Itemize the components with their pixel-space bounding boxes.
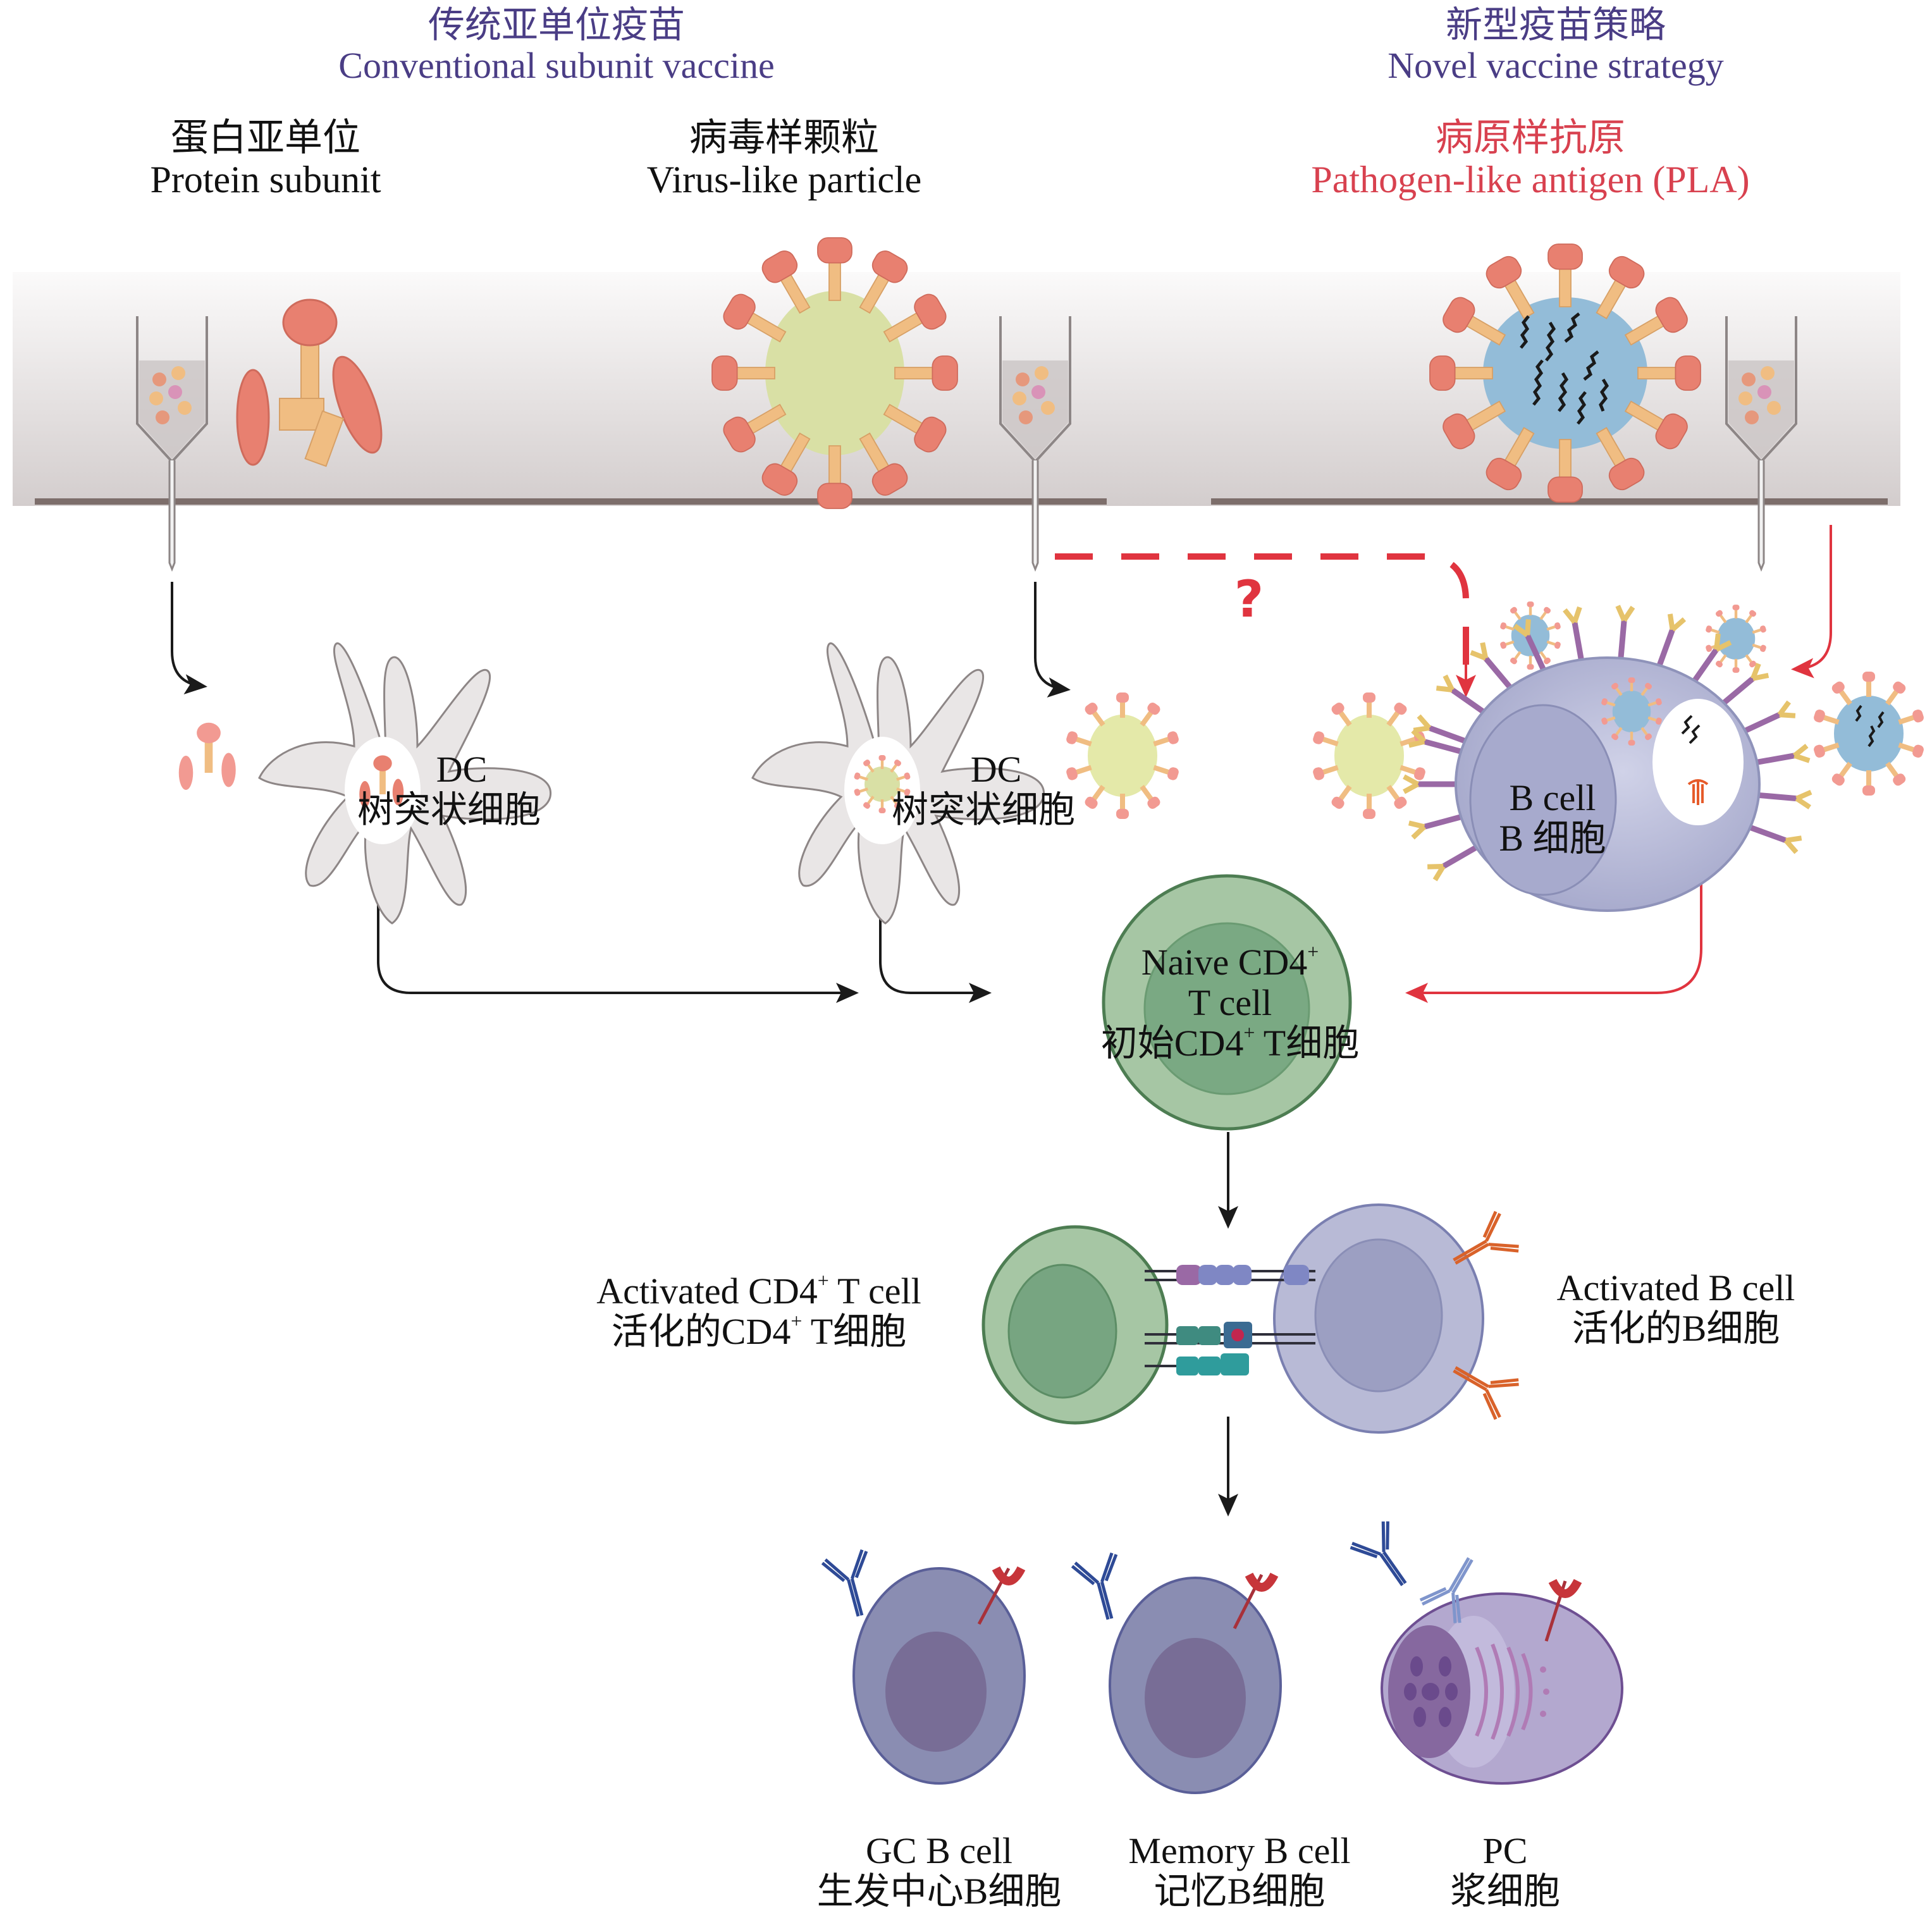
label-b-cell-en: B cell xyxy=(1509,777,1596,818)
b-cell-receptor xyxy=(1563,606,1584,660)
label-plasma-cell: PC 浆细胞 xyxy=(1410,1831,1600,1912)
b-cell-receptor xyxy=(1656,613,1687,667)
free-protein-subunit xyxy=(178,722,236,790)
spike-protein xyxy=(1862,672,1875,697)
arrow-bcell-to-tcell xyxy=(1405,860,1702,1003)
header-novel: 新型疫苗策略 Novel vaccine strategy xyxy=(1341,5,1771,86)
header-conventional-zh: 传统亚单位疫苗 xyxy=(428,4,685,46)
protein-subunit-icon xyxy=(236,298,383,467)
label-memory-b-cell-en: Memory B cell xyxy=(1128,1830,1351,1871)
virus-like-particle-icon xyxy=(711,237,958,509)
label-b-cell: B cell B 细胞 xyxy=(1474,778,1632,859)
b-cell-receptor xyxy=(1408,814,1462,840)
b-cell-receptor xyxy=(1615,605,1635,659)
b-cell-receptor xyxy=(1403,774,1456,794)
label-plasma-cell-zh: 浆细胞 xyxy=(1449,1870,1560,1912)
dendritic-cell-2 xyxy=(751,642,1045,925)
gc-b-cell xyxy=(821,1549,1026,1785)
label-naive-t-cell-zh: 初始CD4+ T细胞 xyxy=(1100,1021,1360,1064)
b-cell-receptor xyxy=(1692,633,1732,682)
dendritic-cell-1 xyxy=(258,642,551,925)
label-activated-t-cell-zh: 活化的CD4+ T细胞 xyxy=(611,1310,907,1352)
label-naive-t-cell: Naive CD4+ T cell 初始CD4+ T细胞 xyxy=(1062,942,1398,1063)
spike-protein xyxy=(1527,601,1534,616)
label-gc-b-cell: GC B cell 生发中心B细胞 xyxy=(791,1831,1088,1912)
label-activated-b-cell: Activated B cell 活化的B细胞 xyxy=(1518,1268,1834,1349)
pathogen-like-antigen-icon xyxy=(1429,243,1701,503)
spike-protein xyxy=(1363,692,1375,718)
arrow-dc1-to-tcell xyxy=(377,873,859,1003)
spike-protein xyxy=(1527,655,1534,670)
label-dc-2-zh: 树突状细胞 xyxy=(891,789,1075,830)
b-cell-receptor xyxy=(1408,729,1462,754)
memory-b-cell xyxy=(1071,1552,1282,1794)
header-novel-en: Novel vaccine strategy xyxy=(1387,44,1724,86)
label-activated-t-cell-en: Activated CD4+ T cell xyxy=(596,1269,921,1312)
naive-cd4-t-cell xyxy=(1102,874,1352,1131)
b-cell-receptor xyxy=(1427,845,1478,882)
b-cell-receptor xyxy=(1513,619,1546,671)
label-gc-b-cell-zh: 生发中心B细胞 xyxy=(816,1870,1062,1912)
arrow-vlp-to-bcell-dashed xyxy=(1055,553,1469,689)
b-cell-receptor xyxy=(1758,789,1812,809)
header-novel-zh: 新型疫苗策略 xyxy=(1445,4,1666,46)
activated-t-cell xyxy=(981,1225,1169,1425)
spike-protein xyxy=(1116,692,1129,718)
label-memory-b-cell-zh: 记忆B细胞 xyxy=(1154,1870,1326,1912)
label-vlp-zh: 病毒样颗粒 xyxy=(689,117,879,159)
label-b-cell-zh: B 细胞 xyxy=(1499,817,1606,859)
spike-protein xyxy=(1116,794,1129,819)
label-naive-t-cell-en1: Naive CD4+ xyxy=(1141,940,1319,983)
free-vlp-2 xyxy=(1312,692,1427,819)
header-conventional-en: Conventional subunit vaccine xyxy=(338,44,775,86)
label-protein-subunit: 蛋白亚单位 Protein subunit xyxy=(114,117,417,200)
arrow-dc2-to-tcell xyxy=(879,879,992,1003)
label-dc-2-en: DC xyxy=(970,749,1022,790)
header-conventional: 传统亚单位疫苗 Conventional subunit vaccine xyxy=(297,5,816,86)
immune-synapse-molecules xyxy=(1145,1210,1521,1420)
plasma-cell xyxy=(1349,1519,1623,1785)
label-activated-b-cell-en: Activated B cell xyxy=(1556,1267,1795,1308)
b-cell xyxy=(1403,605,1812,912)
arrow-pla-to-bcell xyxy=(1791,525,1832,679)
free-vlp-1 xyxy=(1065,692,1180,819)
free-pla-1 xyxy=(1812,672,1925,796)
b-cell-receptor xyxy=(1436,674,1485,714)
label-dc-1: DC 树突状细胞 xyxy=(335,749,563,830)
b-cell-receptor xyxy=(1470,642,1513,689)
label-memory-b-cell: Memory B cell 记忆B细胞 xyxy=(1100,1831,1379,1912)
unknown-pathway-question-mark: ? xyxy=(1234,570,1264,629)
label-gc-b-cell-en: GC B cell xyxy=(866,1830,1012,1871)
activated-b-cell xyxy=(1273,1203,1484,1434)
b-cell-receptor xyxy=(1756,744,1811,765)
spike-protein xyxy=(1732,605,1740,619)
label-naive-t-cell-en2: T cell xyxy=(1188,981,1272,1023)
arrow-protein-to-dc1 xyxy=(171,582,207,694)
b-cell-receptor xyxy=(1721,663,1769,705)
arrow-vlp-to-dc2 xyxy=(1034,582,1071,698)
label-vlp-en: Virus-like particle xyxy=(646,159,922,200)
label-dc-1-zh: 树突状细胞 xyxy=(357,789,541,830)
label-pla-zh: 病原样抗原 xyxy=(1436,117,1625,159)
label-protein-subunit-en: Protein subunit xyxy=(150,159,381,200)
label-protein-subunit-zh: 蛋白亚单位 xyxy=(171,117,360,159)
label-activated-b-cell-zh: 活化的B细胞 xyxy=(1572,1307,1780,1349)
label-vlp: 病毒样颗粒 Virus-like particle xyxy=(607,117,961,200)
label-plasma-cell-en: PC xyxy=(1482,1830,1528,1871)
label-pla: 病原样抗原 Pathogen-like antigen (PLA) xyxy=(1265,117,1796,200)
label-activated-t-cell: Activated CD4+ T cell 活化的CD4+ T细胞 xyxy=(557,1271,961,1352)
b-cell-receptor xyxy=(1413,714,1467,744)
spike-protein xyxy=(1732,658,1740,673)
label-dc-1-en: DC xyxy=(436,749,488,790)
spike-protein xyxy=(1862,770,1875,796)
spike-protein xyxy=(1363,794,1375,819)
b-cell-receptor xyxy=(1749,825,1802,854)
free-pla-3 xyxy=(1705,605,1767,673)
label-dc-2: DC 树突状细胞 xyxy=(870,749,1097,830)
label-pla-en: Pathogen-like antigen (PLA) xyxy=(1311,159,1750,200)
b-cell-receptor xyxy=(1744,700,1796,734)
